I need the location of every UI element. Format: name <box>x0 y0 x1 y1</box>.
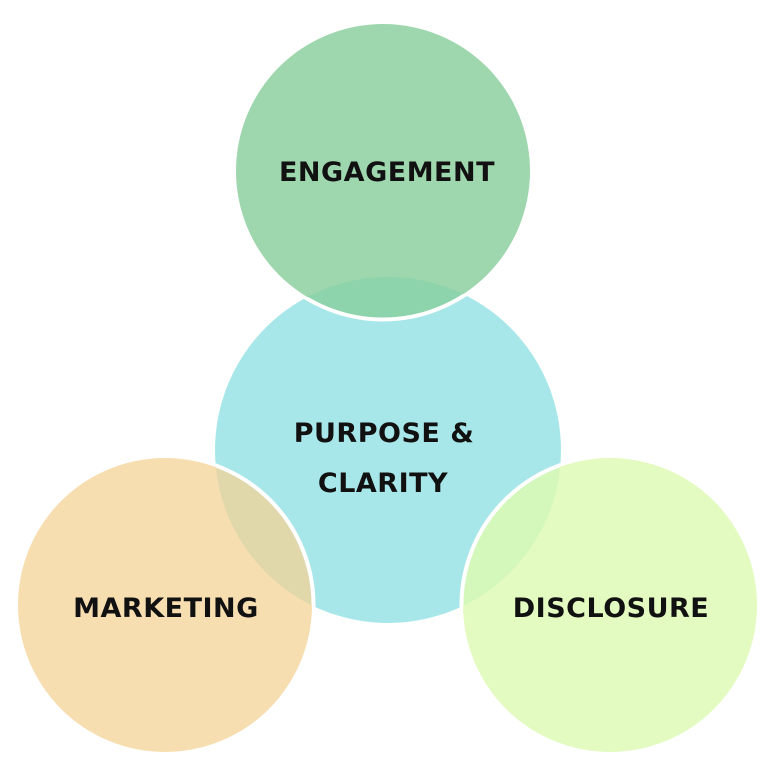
engagement-circle-fill <box>236 24 530 318</box>
label-purpose-line-2: CLARITY <box>318 468 448 499</box>
label-marketing: MARKETING <box>73 593 259 624</box>
label-purpose-line-1: PURPOSE & <box>294 418 475 449</box>
engagement-outline-arc <box>232 277 534 322</box>
circle-marketing <box>18 454 316 752</box>
marketing-center-overlap <box>215 458 312 623</box>
disclosure-center-overlap <box>463 458 561 623</box>
center-circle-purpose-clarity <box>215 277 561 623</box>
label-engagement: ENGAGEMENT <box>279 157 495 188</box>
circle-engagement <box>232 24 534 322</box>
label-disclosure: DISCLOSURE <box>513 593 710 624</box>
disclosure-outline-arc <box>459 454 561 623</box>
marketing-outline-arc <box>215 454 316 623</box>
circle-disclosure <box>459 454 757 752</box>
